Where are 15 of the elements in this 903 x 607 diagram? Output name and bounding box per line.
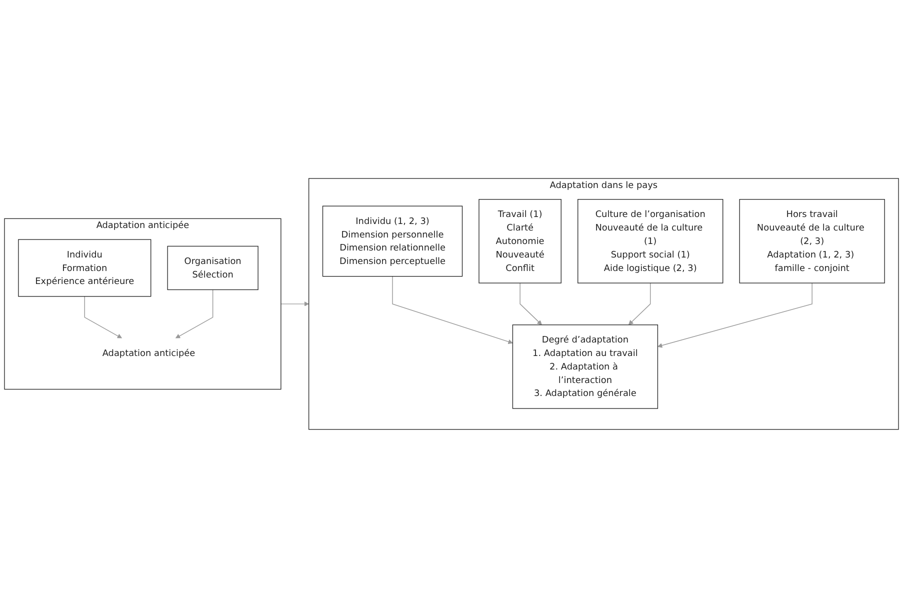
arrow [84,296,122,338]
arrow [175,288,214,338]
node-box: Culture de l’organisation Nouveauté de la culture (1) Support social (1) Aide logistique (2, 3) [578,198,724,283]
node-box: Travail (1) Clarté Autonomie Nouveauté Conflit [478,198,562,283]
node-box: Organisation Sélection [167,245,258,290]
arrow [280,301,310,306]
arrow [657,282,812,348]
node-box: Hors travail Nouveauté de la culture (2, 3) Adaptation (1, 2, 3) famille - conjoint [739,198,885,283]
node-box: Individu (1, 2, 3) Dimension personnelle Dimension relationnelle Dimension perceptuelle [322,205,463,276]
arrow [392,276,513,344]
arrow [520,282,542,325]
node-text: Adaptation anticipée [102,347,196,358]
arrow [628,282,651,325]
node-box: Individu Formation Expérience antérieure [18,238,152,296]
node-box: Degré d’adaptation 1. Adaptation au travail 2. Adaptation à l’interaction 3. Adaptation générale [512,324,658,408]
